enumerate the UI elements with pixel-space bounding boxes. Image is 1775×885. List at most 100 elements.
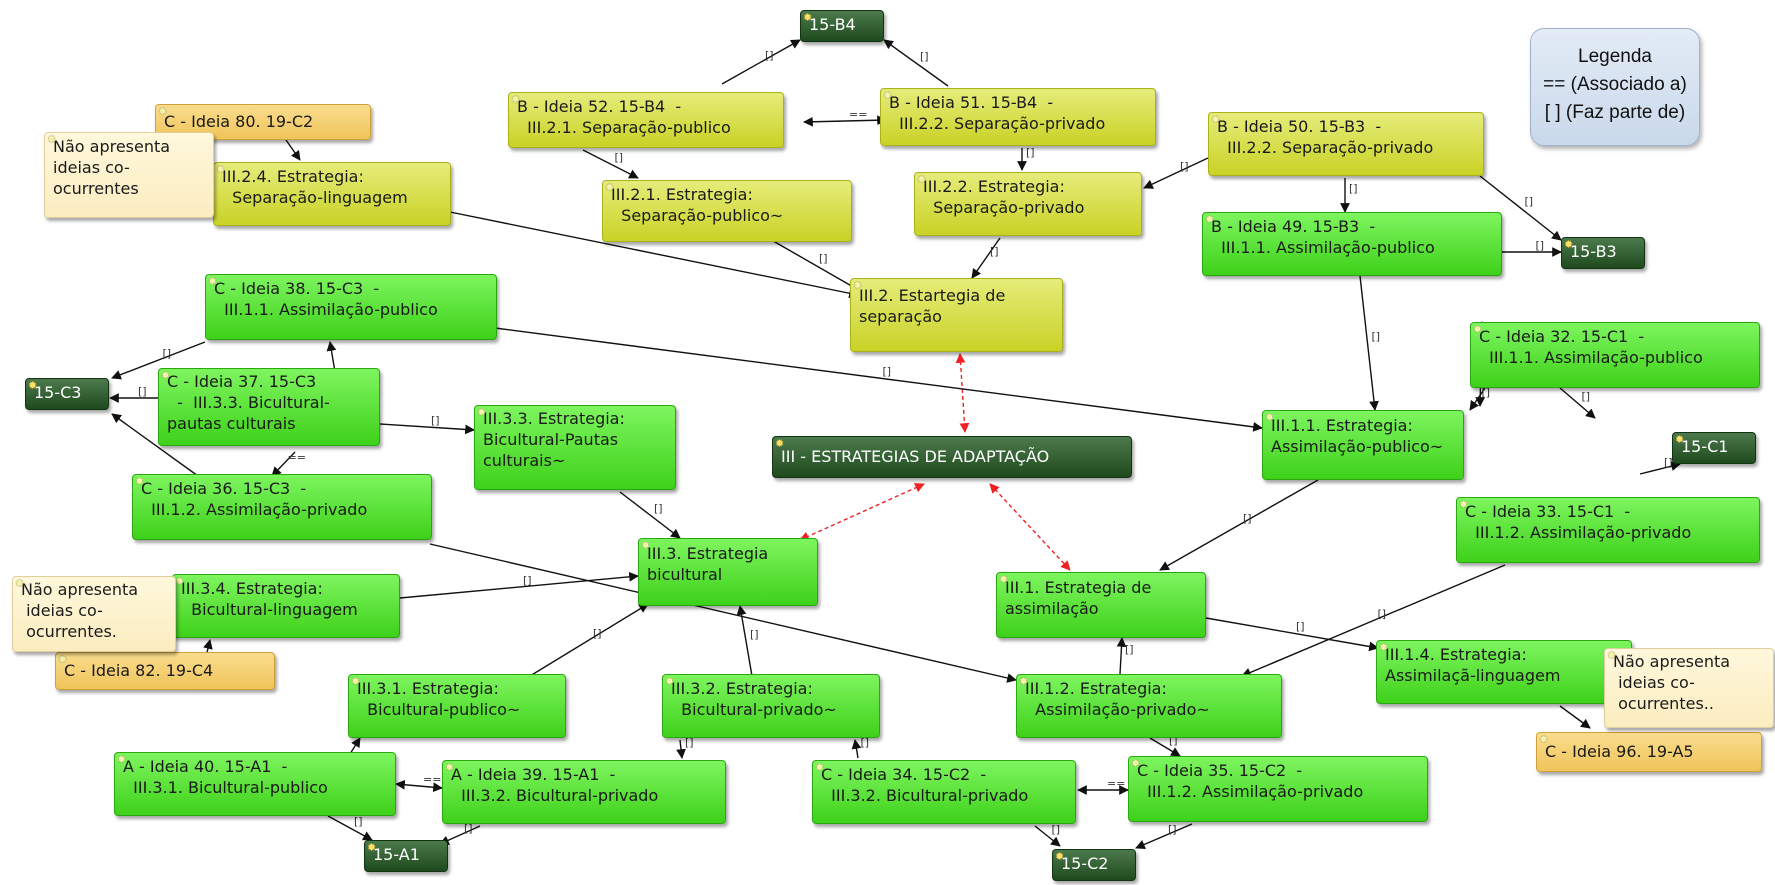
strategy-node-iii-2-separacao[interactable]: ✹III.2. Estartegia de separação <box>850 278 1063 352</box>
strategy-node-iii-3-bicultural[interactable]: ✹III.3. Estrategia bicultural <box>638 538 818 606</box>
strategy-node-iii-2-4[interactable]: ✹III.2.4. Estrategia: Separação-linguage… <box>213 162 451 226</box>
idea-node-52[interactable]: ✹B - Ideia 52. 15-B4 - III.2.1. Separaçã… <box>508 92 784 148</box>
node-star-icon: ✹ <box>1539 733 1549 746</box>
idea-node-35[interactable]: ✹C - Ideia 35. 15-C2 - III.1.2. Assimila… <box>1128 756 1428 822</box>
part-of-mark: [] <box>685 736 694 749</box>
connector-line <box>449 211 859 299</box>
node-star-icon: ✹ <box>1019 675 1029 688</box>
code-node-15-c3[interactable]: ✹15-C3 <box>25 378 109 410</box>
part-of-mark: [] <box>750 628 759 641</box>
node-star-icon: ✹ <box>641 539 651 552</box>
part-of-mark: [] <box>1243 512 1252 525</box>
root-node-estrategias[interactable]: ✹III - ESTRATEGIAS DE ADAPTAÇÃO <box>772 436 1132 478</box>
connector-line <box>799 483 925 541</box>
note-no-cooccurrence-1[interactable]: ✹Não apresenta ideias co- ocurrentes <box>44 132 214 218</box>
idea-node-49[interactable]: ✹B - Ideia 49. 15-B3 - III.1.1. Assimila… <box>1202 212 1502 276</box>
node-star-icon: ✹ <box>853 279 863 292</box>
node-star-icon: ✹ <box>1265 411 1275 424</box>
node-star-icon: ✹ <box>605 181 615 194</box>
idea-node-51[interactable]: ✹B - Ideia 51. 15-B4 - III.2.2. Separaçã… <box>880 88 1156 146</box>
associated-mark: == <box>423 773 441 786</box>
node-star-icon: ✹ <box>351 675 361 688</box>
part-of-mark: [] <box>431 414 440 427</box>
connector-line <box>971 237 1001 279</box>
node-star-icon: ✹ <box>1675 433 1685 446</box>
idea-node-39[interactable]: ✹A - Ideia 39. 15-A1 - III.3.2. Bicultur… <box>442 760 726 824</box>
node-star-icon: ✹ <box>175 575 185 588</box>
strategy-node-iii-1-1[interactable]: ✹III.1.1. Estrategia: Assimilação-public… <box>1262 410 1464 480</box>
strategy-node-iii-1-4[interactable]: ✹III.1.4. Estrategia: Assimilaçã-linguag… <box>1376 640 1632 704</box>
part-of-mark: [] <box>1052 823 1061 836</box>
node-star-icon: ✹ <box>1055 850 1065 863</box>
node-star-icon: ✹ <box>208 275 218 288</box>
connector-line <box>1559 705 1591 729</box>
code-node-15-c2[interactable]: ✹15-C2 <box>1052 849 1136 881</box>
part-of-mark: [] <box>1026 146 1035 159</box>
part-of-mark: [] <box>523 574 532 587</box>
node-star-icon: ✹ <box>1205 213 1215 226</box>
idea-node-33[interactable]: ✹C - Ideia 33. 15-C1 - III.1.2. Assimila… <box>1456 497 1760 563</box>
connector-line <box>619 491 681 539</box>
connector-line <box>883 39 949 87</box>
node-star-icon: ✹ <box>1211 113 1221 126</box>
idea-node-50[interactable]: ✹B - Ideia 50. 15-B3 - III.2.2. Separaçã… <box>1208 112 1484 176</box>
idea-node-82[interactable]: ✹C - Ideia 82. 19-C4 <box>55 652 275 690</box>
node-star-icon: ✹ <box>1564 238 1574 251</box>
idea-node-34[interactable]: ✹C - Ideia 34. 15-C2 - III.3.2. Bicultur… <box>812 760 1076 824</box>
connector-line <box>379 423 475 435</box>
node-star-icon: ✹ <box>445 761 455 774</box>
code-node-15-c1[interactable]: ✹15-C1 <box>1672 432 1756 464</box>
strategy-node-iii-3-1[interactable]: ✹III.3.1. Estrategia: Bicultural-publico… <box>348 674 566 738</box>
node-star-icon: ✹ <box>1131 757 1141 770</box>
strategy-node-iii-3-4[interactable]: ✹III.3.4. Estrategia: Bicultural-linguag… <box>172 574 400 638</box>
idea-node-32[interactable]: ✹C - Ideia 32. 15-C1 - III.1.1. Assimila… <box>1470 322 1760 388</box>
connector-line <box>1116 637 1127 675</box>
legend-box: Legenda == (Associado a) [ ] (Faz parte … <box>1530 28 1700 146</box>
idea-node-37[interactable]: ✹C - Ideia 37. 15-C3 - III.3.3. Bicultur… <box>158 368 380 446</box>
part-of-mark: [] <box>163 347 172 360</box>
strategy-node-iii-1-assimilacao[interactable]: ✹III.1. Estrategia de assimilação <box>996 572 1206 638</box>
connector-line <box>736 605 753 677</box>
node-star-icon: ✹ <box>117 753 127 766</box>
strategy-node-iii-3-2[interactable]: ✹III.3.2. Estrategia: Bicultural-privado… <box>662 674 880 738</box>
connector-line <box>721 39 801 85</box>
part-of-mark: [] <box>1372 330 1381 343</box>
part-of-mark: [] <box>1482 386 1491 399</box>
note-no-cooccurrence-2[interactable]: ✹Não apresenta ideias co- ocurrentes. <box>12 576 176 652</box>
connector-line <box>1479 175 1562 241</box>
code-node-15-b3[interactable]: ✹15-B3 <box>1561 237 1645 269</box>
idea-node-36[interactable]: ✹C - Ideia 36. 15-C3 - III.1.2. Assimila… <box>132 474 432 540</box>
node-star-icon: ✹ <box>477 406 487 419</box>
legend-item-associated: == (Associado a) <box>1543 74 1687 95</box>
connector-line <box>429 543 1017 683</box>
strategy-node-iii-1-2[interactable]: ✹III.1.2. Estrategia: Assimilação-privad… <box>1016 674 1282 738</box>
connector-line <box>271 451 296 477</box>
part-of-mark: [] <box>1378 608 1387 621</box>
part-of-mark: [] <box>819 252 828 265</box>
strategy-node-iii-3-3[interactable]: ✹III.3.3. Estrategia: Bicultural-Pautas … <box>474 405 676 490</box>
note-no-cooccurrence-3[interactable]: ✹Não apresenta ideias co- ocurrentes.. <box>1604 648 1774 728</box>
connector-line <box>1241 564 1506 678</box>
part-of-mark: [] <box>883 365 892 378</box>
idea-node-40[interactable]: ✹A - Ideia 40. 15-A1 - III.3.1. Bicultur… <box>114 752 396 816</box>
code-node-15-a1[interactable]: ✹15-A1 <box>364 840 448 872</box>
part-of-mark: [] <box>1169 734 1178 747</box>
code-node-15-b4[interactable]: ✹15-B4 <box>800 10 884 42</box>
idea-node-38[interactable]: ✹C - Ideia 38. 15-C3 - III.1.1. Assimila… <box>205 274 497 340</box>
connector-line <box>955 353 970 433</box>
associated-mark: == <box>288 451 306 464</box>
idea-node-96[interactable]: ✹C - Ideia 96. 19-A5 <box>1536 732 1762 772</box>
strategy-node-iii-2-1[interactable]: ✹III.2.1. Estrategia: Separação-publico~ <box>602 180 852 242</box>
connector-line <box>326 341 337 373</box>
connector-line <box>327 815 373 841</box>
node-star-icon: ✹ <box>28 379 38 392</box>
idea-node-80[interactable]: ✹C - Ideia 80. 19-C2 <box>155 104 371 140</box>
node-star-icon: ✹ <box>815 761 825 774</box>
connector-line <box>1205 617 1379 652</box>
node-star-icon: ✹ <box>511 93 521 106</box>
connector-line <box>803 115 887 127</box>
strategy-node-iii-2-2[interactable]: ✹III.2.2. Estrategia: Separação-privado <box>914 172 1142 236</box>
part-of-mark: [] <box>765 49 774 62</box>
part-of-mark: [] <box>1168 823 1177 836</box>
